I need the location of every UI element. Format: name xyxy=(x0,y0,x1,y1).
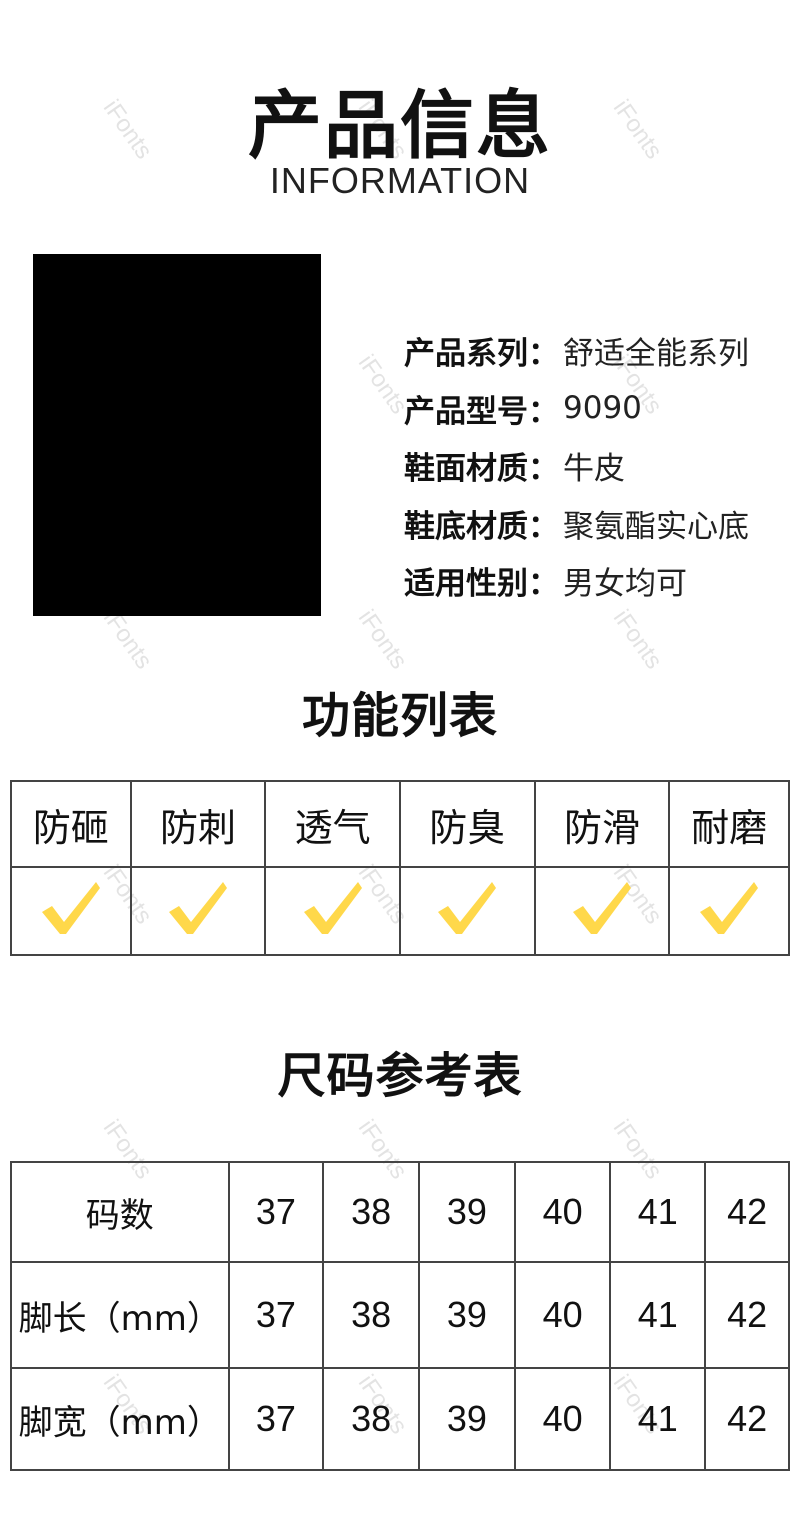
foot-width-value: 37 xyxy=(227,1367,325,1471)
feature-label: 透气 xyxy=(264,780,401,868)
size-chart-table: 码数 37 38 39 40 41 42 脚长（mm） 37 38 39 40 … xyxy=(10,1161,790,1471)
watermark-text: iFonts xyxy=(352,605,413,675)
product-info-list: 产品系列： 舒适全能系列 产品型号： 9090 鞋面材质： 牛皮 鞋底材质： 聚… xyxy=(404,322,794,610)
foot-length-value: 42 xyxy=(704,1261,790,1369)
info-label: 鞋底材质： xyxy=(404,508,559,545)
info-value: 牛皮 xyxy=(563,451,625,488)
features-title: 功能列表 xyxy=(301,688,498,744)
info-row-series: 产品系列： 舒适全能系列 xyxy=(404,322,794,380)
feature-label: 防滑 xyxy=(533,780,671,868)
feature-label: 防刺 xyxy=(129,780,267,868)
feature-label: 耐磨 xyxy=(668,780,790,868)
feature-check-cell xyxy=(264,866,401,956)
info-value: 舒适全能系列 xyxy=(563,336,749,373)
foot-width-row: 脚宽（mm） 37 38 39 40 41 42 xyxy=(10,1367,790,1471)
foot-length-value: 41 xyxy=(609,1261,707,1369)
product-image xyxy=(33,254,321,616)
feature-check-cell xyxy=(668,866,790,956)
feature-check-cell xyxy=(129,866,267,956)
check-icon xyxy=(438,881,497,934)
feature-label: 防臭 xyxy=(398,780,536,868)
size-value: 37 xyxy=(227,1161,325,1263)
foot-length-value: 38 xyxy=(322,1261,421,1369)
info-value: 9090 xyxy=(563,390,642,427)
info-value: 男女均可 xyxy=(563,566,687,603)
foot-length-row: 脚长（mm） 37 38 39 40 41 42 xyxy=(10,1261,790,1369)
page-subtitle: INFORMATION xyxy=(269,160,531,201)
foot-width-value: 41 xyxy=(609,1367,707,1471)
check-icon xyxy=(700,881,759,934)
size-header-label: 码数 xyxy=(10,1161,230,1263)
foot-width-value: 40 xyxy=(513,1367,612,1471)
feature-check-cell xyxy=(10,866,132,956)
size-value: 39 xyxy=(418,1161,516,1263)
foot-width-value: 42 xyxy=(704,1367,790,1471)
watermark-text: iFonts xyxy=(607,605,668,675)
foot-width-label: 脚宽（mm） xyxy=(10,1367,230,1471)
size-value: 42 xyxy=(704,1161,790,1263)
info-value: 聚氨酯实心底 xyxy=(563,508,749,545)
foot-length-value: 39 xyxy=(418,1261,516,1369)
check-icon xyxy=(303,881,362,934)
size-value: 38 xyxy=(322,1161,421,1263)
foot-width-value: 39 xyxy=(418,1367,516,1471)
info-row-upper-material: 鞋面材质： 牛皮 xyxy=(404,437,794,495)
info-label: 鞋面材质： xyxy=(404,451,559,488)
feature-check-cell xyxy=(533,866,671,956)
foot-length-value: 37 xyxy=(227,1261,325,1369)
info-label: 产品型号： xyxy=(404,393,559,430)
info-label: 产品系列： xyxy=(404,336,559,373)
features-check-row xyxy=(10,866,790,956)
feature-check-cell xyxy=(398,866,536,956)
foot-length-value: 40 xyxy=(513,1261,612,1369)
info-label: 适用性别： xyxy=(404,566,559,603)
check-icon xyxy=(41,881,100,934)
size-chart-title: 尺码参考表 xyxy=(277,1048,523,1104)
size-value: 40 xyxy=(513,1161,612,1263)
info-row-model: 产品型号： 9090 xyxy=(404,380,794,438)
feature-label: 防砸 xyxy=(10,780,132,868)
features-header-row: 防砸 防刺 透气 防臭 防滑 耐磨 xyxy=(10,780,790,868)
foot-width-value: 38 xyxy=(322,1367,421,1471)
check-icon xyxy=(572,881,631,934)
info-row-sole-material: 鞋底材质： 聚氨酯实心底 xyxy=(404,495,794,553)
page-title: 产品信息 xyxy=(248,83,552,169)
size-value: 41 xyxy=(609,1161,707,1263)
foot-length-label: 脚长（mm） xyxy=(10,1261,230,1369)
info-row-gender: 适用性别： 男女均可 xyxy=(404,552,794,610)
size-header-row: 码数 37 38 39 40 41 42 xyxy=(10,1161,790,1263)
check-icon xyxy=(169,881,228,934)
features-table: 防砸 防刺 透气 防臭 防滑 耐磨 xyxy=(10,780,790,956)
